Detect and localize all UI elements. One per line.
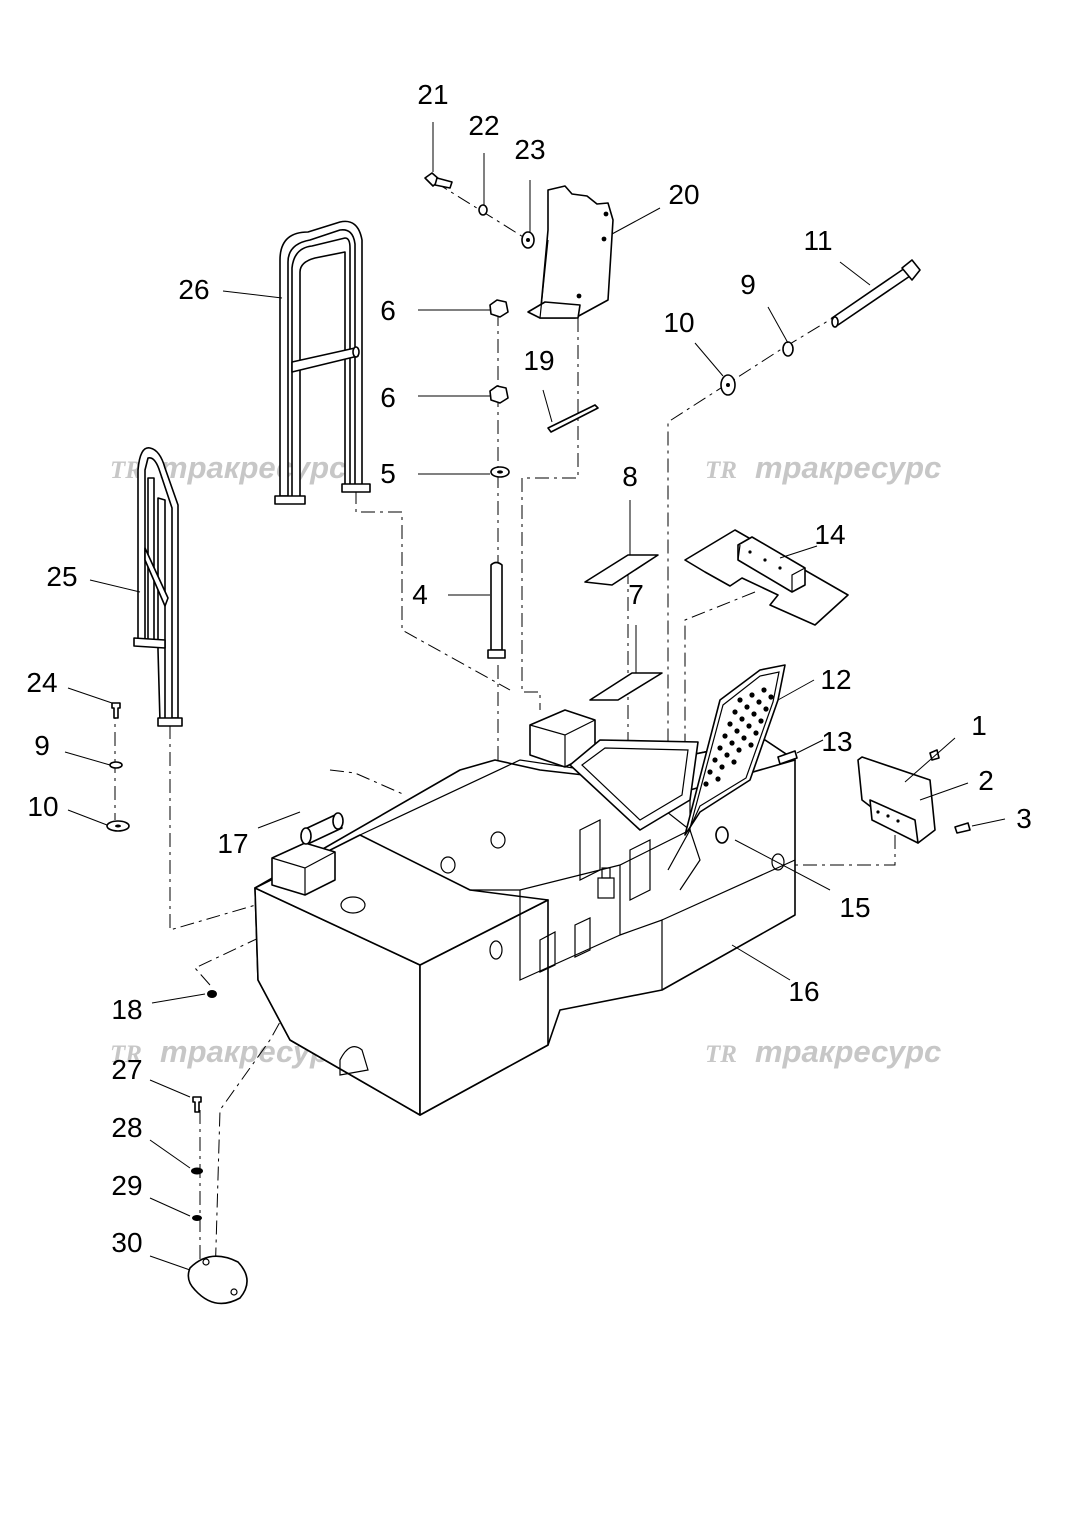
bolt-part-24 xyxy=(111,702,121,719)
callout-21: 21 xyxy=(417,79,448,110)
leader-lines xyxy=(64,122,1006,1271)
washer-part-9-upper xyxy=(782,341,794,357)
bar-part-19 xyxy=(547,404,599,433)
callout-28: 28 xyxy=(111,1112,142,1143)
callout-8: 8 xyxy=(622,461,638,492)
callout-6-lower: 6 xyxy=(380,382,396,413)
watermark-logo: TR xyxy=(705,457,737,484)
washer-part-28 xyxy=(191,1167,203,1175)
callout-7: 7 xyxy=(628,579,644,610)
callout-29: 29 xyxy=(111,1170,142,1201)
callout-17: 17 xyxy=(217,828,248,859)
callout-1: 1 xyxy=(971,710,987,741)
seat-plate-part-12 xyxy=(569,664,786,836)
callout-20: 20 xyxy=(668,179,699,210)
callout-14: 14 xyxy=(814,519,845,550)
bolt-part-13 xyxy=(777,750,798,765)
callout-11: 11 xyxy=(803,225,832,256)
stud-part-4 xyxy=(487,561,506,659)
main-frame-part-16 xyxy=(254,709,796,1116)
callout-labels: 21 22 23 20 11 26 6 9 10 19 6 5 8 14 25 … xyxy=(26,79,1031,1258)
watermark-text: тракресурс xyxy=(160,450,346,485)
nut-part-6-lower xyxy=(489,385,509,404)
callout-15: 15 xyxy=(839,892,870,923)
callout-2: 2 xyxy=(978,765,994,796)
callout-27: 27 xyxy=(111,1054,142,1085)
callout-10-upper: 10 xyxy=(663,307,694,338)
seat-plate-holes xyxy=(703,687,774,787)
plug-part-15 xyxy=(715,826,729,844)
watermark-text: тракресурс xyxy=(755,450,941,485)
callout-3: 3 xyxy=(1016,803,1032,834)
strip-plate-part-8 xyxy=(584,554,659,586)
callout-6-upper: 6 xyxy=(380,295,396,326)
callout-22: 22 xyxy=(468,110,499,141)
plug-part-18 xyxy=(207,990,217,998)
callout-9-lower: 9 xyxy=(34,730,50,761)
watermark-bottom-right: TR тракресурс xyxy=(705,1034,941,1069)
watermark-logo: TR xyxy=(110,1041,142,1068)
handrail-part-25 xyxy=(133,447,183,727)
watermark-logo: TR xyxy=(110,457,142,484)
callout-30: 30 xyxy=(111,1227,142,1258)
callout-26: 26 xyxy=(178,274,209,305)
long-bolt-part-11 xyxy=(831,259,921,328)
callout-16: 16 xyxy=(788,976,819,1007)
washer-part-29 xyxy=(192,1215,202,1221)
watermark-top-left: TR тракресурс xyxy=(110,450,346,485)
watermark-logo: TR xyxy=(705,1041,737,1068)
callout-9-upper: 9 xyxy=(740,269,756,300)
floor-plate-part-14 xyxy=(684,529,849,626)
callout-12: 12 xyxy=(820,664,851,695)
callout-19: 19 xyxy=(523,345,554,376)
watermark-text: тракресурс xyxy=(755,1034,941,1069)
washer-part-9-lower xyxy=(109,761,123,769)
screw-part-3 xyxy=(954,822,971,834)
callout-23: 23 xyxy=(514,134,545,165)
strip-plate-part-7 xyxy=(589,672,663,701)
bolt-part-27 xyxy=(192,1096,202,1113)
guard-bracket-part-2 xyxy=(857,756,936,844)
callout-10-lower: 10 xyxy=(27,791,58,822)
callout-5: 5 xyxy=(380,458,396,489)
watermark-top-right: TR тракресурс xyxy=(705,450,941,485)
cylinder-part-17 xyxy=(300,812,344,845)
spring-washer-part-22 xyxy=(478,204,488,216)
handrail-part-26 xyxy=(274,220,371,505)
callout-4: 4 xyxy=(412,579,428,610)
callout-25: 25 xyxy=(46,561,77,592)
nut-part-6-upper xyxy=(489,299,509,318)
cover-plate-part-30 xyxy=(187,1255,248,1305)
callout-24: 24 xyxy=(26,667,57,698)
bracket-plate-part-20 xyxy=(527,185,614,319)
bolt-part-21 xyxy=(424,172,453,189)
callout-13: 13 xyxy=(821,726,852,757)
callout-18: 18 xyxy=(111,994,142,1025)
